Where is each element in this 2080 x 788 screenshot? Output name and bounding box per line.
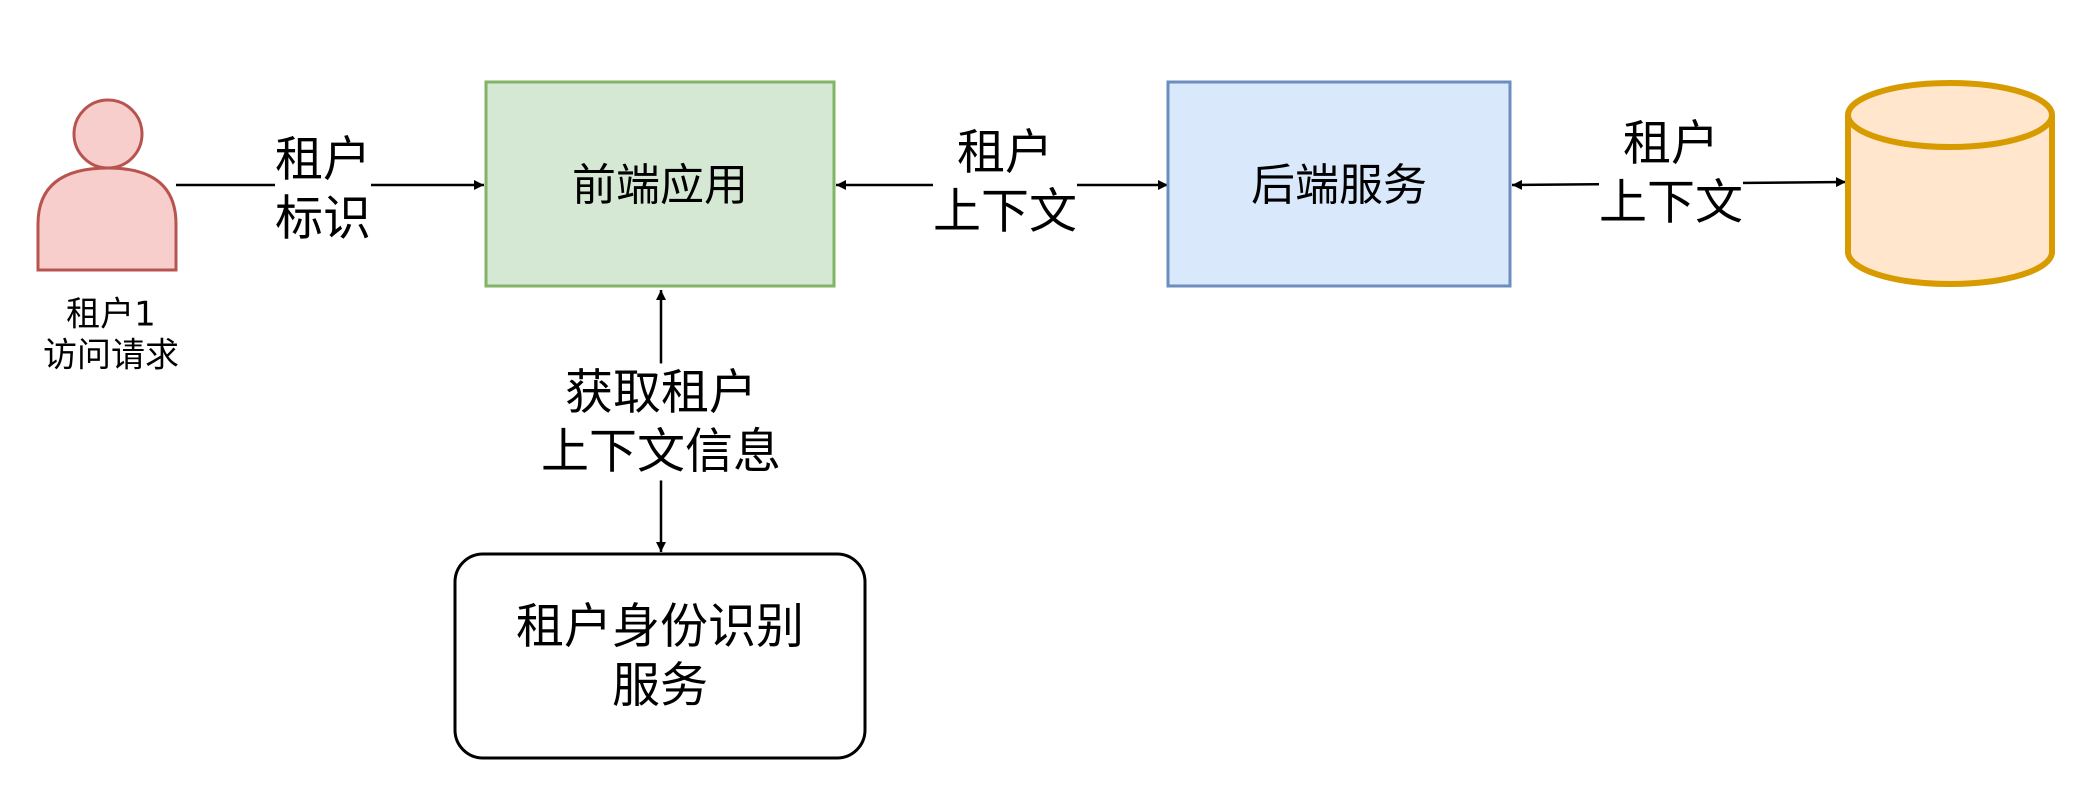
user-label: 租户1 访问请求 — [43, 294, 179, 376]
user-head — [72, 98, 144, 170]
tenant-user-icon — [36, 98, 178, 272]
identity-service-label: 租户身份识别 服务 — [515, 598, 805, 713]
database-icon[interactable] — [1845, 80, 2055, 287]
database-top — [1845, 80, 2055, 150]
edge-label-get-tenant-context: 获取租户 上下文信息 — [540, 363, 782, 481]
identity-service-box[interactable] — [453, 552, 867, 760]
frontend-app-label: 前端应用 — [572, 160, 748, 212]
backend-service-box[interactable] — [1166, 80, 1512, 288]
edge-label-frontend-backend-context: 租户 上下文 — [932, 123, 1078, 241]
database-body — [1845, 115, 2055, 287]
frontend-app-box[interactable] — [484, 80, 836, 288]
user-body — [36, 166, 178, 272]
edge-label-tenant-id: 租户 标识 — [274, 130, 372, 248]
edge-label-backend-db-context: 租户 上下文 — [1598, 114, 1744, 232]
backend-service-label: 后端服务 — [1251, 160, 1427, 212]
